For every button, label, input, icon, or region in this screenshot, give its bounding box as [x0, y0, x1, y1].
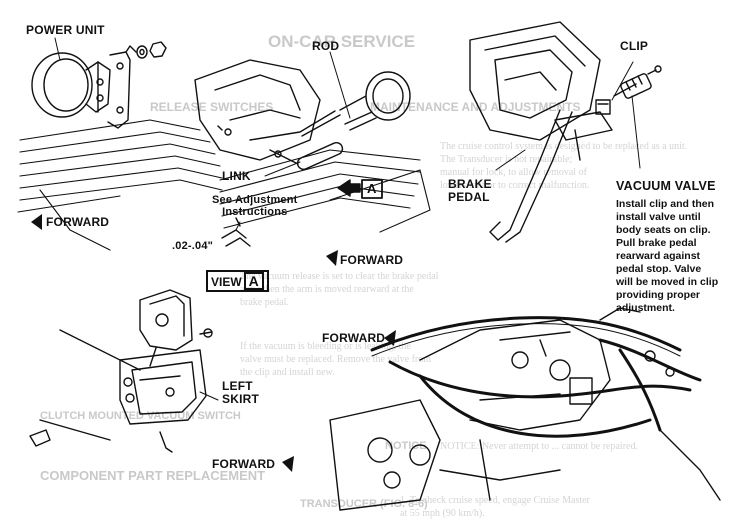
power-unit-leader: [54, 37, 61, 61]
bg-heading-component: COMPONENT PART REPLACEMENT: [40, 468, 266, 483]
bg-heading-notice: NOTICE: [385, 440, 427, 452]
label-gap: .02-.04": [172, 240, 214, 252]
forward-arrow-1: [31, 214, 42, 230]
label-link: LINK: [222, 169, 251, 183]
engine-hoses-drawing: [329, 307, 721, 511]
brake-pedal-drawing: [469, 21, 662, 243]
forward-arrows: [31, 214, 396, 472]
bg-heading-maintenance: MAINTENANCE AND ADJUSTMENTS: [370, 100, 581, 114]
label-forward-2: FORWARD: [340, 253, 404, 267]
bg-heading-transducer: TRANSDUCER (FIG. 8-6): [300, 498, 428, 510]
engine-fins-center: [219, 149, 431, 233]
vacuum-valve-note: Install clip and then install valve unti…: [616, 198, 719, 314]
label-rod: ROD: [312, 39, 340, 53]
bg-body-1: The cruise control system is designed to…: [440, 141, 688, 191]
label-forward-4: FORWARD: [212, 457, 276, 471]
bg-heading-release: RELEASE SWITCHES: [150, 100, 274, 114]
adjustment-leader: [235, 221, 241, 231]
link-leader: [264, 161, 301, 177]
forward-arrow-4: [282, 456, 294, 472]
marker-a-arrow: [337, 179, 383, 199]
bg-body-2: The vacuum release is set to clear the b…: [240, 271, 439, 308]
bg-body-4: NOTICE: Never attempt to ... cannot be r…: [440, 441, 638, 452]
label-left-skirt: LEFT SKIRT: [222, 379, 259, 407]
label-brake-pedal: BRAKE PEDAL: [448, 177, 492, 205]
forward-arrow-3: [384, 330, 396, 346]
label-power-unit: POWER UNIT: [26, 23, 105, 37]
label-clip: CLIP: [620, 39, 649, 53]
engine-fins-left: [17, 119, 223, 251]
rod-leader: [329, 51, 351, 119]
label-see-adjustment: See Adjustment Instructions: [212, 194, 298, 219]
label-leaders: [54, 37, 351, 401]
left-skirt-leader: [199, 391, 219, 401]
clip-leader: [611, 61, 634, 101]
bg-heading-clutch: CLUTCH MOUNTED VACUUM SWITCH: [40, 410, 241, 422]
label-view: VIEW: [211, 275, 242, 289]
forward-arrow-2: [326, 250, 338, 266]
vacuum-valve-leader: [631, 95, 641, 169]
brake-pedal-leader: [495, 149, 526, 171]
power-unit-drawing: [31, 41, 167, 129]
rod-link-drawing: [194, 59, 411, 171]
label-forward-3: FORWARD: [322, 331, 386, 345]
left-skirt-drawing: [29, 289, 213, 453]
label-vacuum-valve: VACUUM VALVE: [616, 179, 716, 193]
label-view-letter: A: [243, 272, 264, 290]
bg-heading-oncar: ON-CAR SERVICE: [268, 32, 416, 51]
label-forward-1: FORWARD: [46, 215, 110, 229]
label-marker-a: A: [367, 181, 377, 196]
